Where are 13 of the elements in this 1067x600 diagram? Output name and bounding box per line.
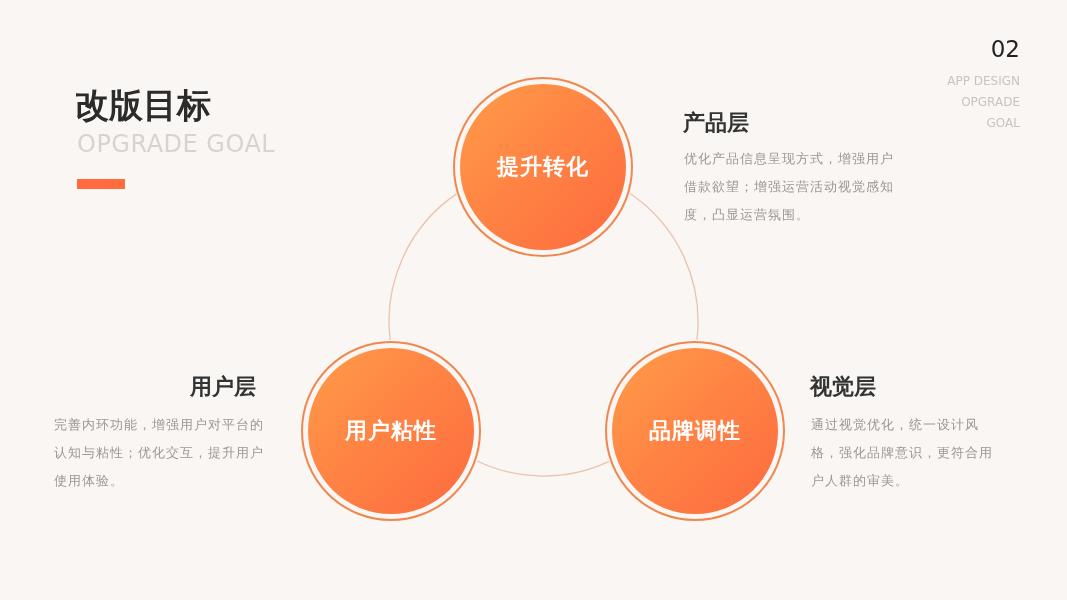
connector-arc — [476, 460, 610, 477]
connector-arc — [388, 193, 457, 341]
page-number: 02 — [990, 36, 1020, 62]
heading: 产品层 — [683, 108, 749, 137]
heading: 视觉层 — [810, 372, 876, 401]
description: 优化产品信息呈现方式，增强用户借款欲望；增强运营活动视觉感知度，凸显运营氛围。 — [684, 150, 895, 224]
title: 改版目标 — [75, 84, 211, 127]
heading: 用户层 — [190, 372, 256, 401]
circle-node: 提升转化 — [453, 77, 633, 257]
circle-node: 品牌调性 — [605, 341, 785, 521]
circle-node: 用户粘性 — [301, 341, 481, 521]
description: 完善内环功能，增强用户对平台的认知与粘性；优化交互，提升用户使用体验。 — [54, 416, 265, 490]
connector-arc — [629, 192, 699, 341]
